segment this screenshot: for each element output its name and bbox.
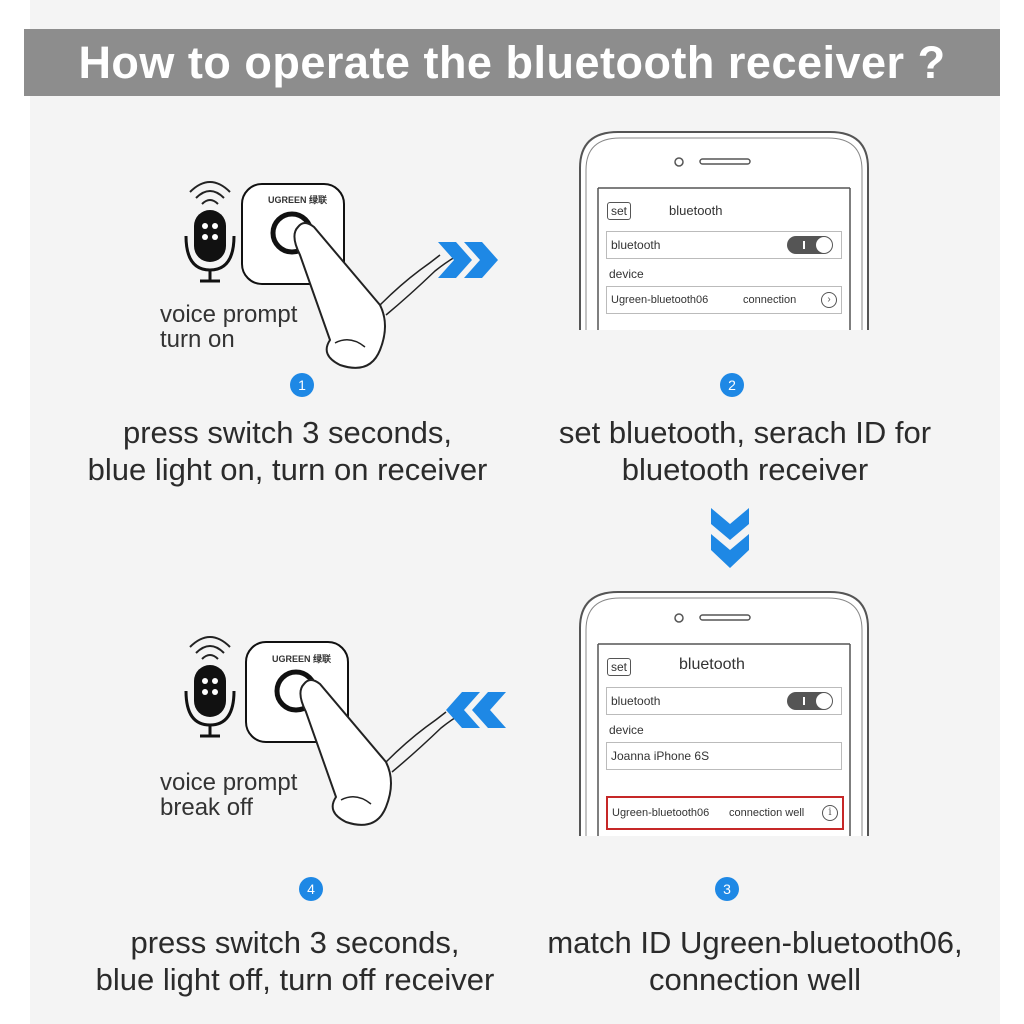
- device-row[interactable]: Ugreen-bluetooth06 connection well i: [606, 796, 844, 830]
- brand-label: UGREEN 绿联: [272, 654, 332, 664]
- screen-title: bluetooth: [669, 203, 723, 218]
- device-section-label: device: [609, 267, 644, 281]
- device-name: Ugreen-bluetooth06: [612, 807, 710, 819]
- step-number-badge: 1: [290, 373, 314, 397]
- device-section-label: device: [609, 723, 644, 737]
- finger-press-icon: [293, 222, 456, 369]
- step-caption: match ID Ugreen-bluetooth06, connection …: [547, 925, 963, 997]
- step-caption: press switch 3 seconds, blue light on, t…: [87, 415, 488, 487]
- bluetooth-toggle[interactable]: [787, 692, 833, 710]
- bluetooth-row-label: bluetooth: [611, 694, 661, 708]
- device-name: Ugreen-bluetooth06: [611, 294, 709, 306]
- chevron-right-icon[interactable]: ›: [821, 292, 837, 308]
- voice-prompt-label: voice prompt turn on: [160, 301, 298, 353]
- phone-screen: set bluetooth bluetooth device Joanna iP…: [599, 646, 849, 834]
- bluetooth-row-label: bluetooth: [611, 238, 661, 252]
- phone-screen: set bluetooth bluetooth device Ugreen-bl…: [599, 190, 849, 328]
- paired-device-row[interactable]: Joanna iPhone 6S: [606, 742, 842, 770]
- voice-prompt-label: voice prompt break off: [160, 769, 298, 821]
- set-button[interactable]: set: [607, 202, 632, 220]
- page-title: How to operate the bluetooth receiver ?: [24, 29, 1000, 96]
- double-chevron-left-icon: [446, 692, 506, 728]
- bluetooth-toggle[interactable]: [787, 236, 833, 254]
- device-status: connection: [743, 294, 797, 306]
- info-icon[interactable]: i: [822, 805, 838, 821]
- bluetooth-toggle-row[interactable]: bluetooth: [606, 687, 842, 715]
- bluetooth-toggle-row[interactable]: bluetooth: [606, 231, 842, 259]
- step-number-badge: 2: [720, 373, 744, 397]
- set-button[interactable]: set: [607, 658, 632, 676]
- voice-prompt-icon: [184, 181, 236, 283]
- brand-label: UGREEN 绿联: [268, 195, 328, 205]
- paired-device-name: Joanna iPhone 6S: [611, 749, 710, 763]
- step-number-badge: 4: [299, 877, 323, 901]
- screen-title: bluetooth: [679, 656, 745, 673]
- step-number-badge: 3: [715, 877, 739, 901]
- step-caption: press switch 3 seconds, blue light off, …: [95, 925, 495, 997]
- voice-prompt-icon: [184, 636, 236, 738]
- device-status: connection well: [729, 807, 805, 819]
- step-caption: set bluetooth, serach ID for bluetooth r…: [558, 415, 932, 487]
- double-chevron-right-icon: [438, 242, 498, 278]
- device-row[interactable]: Ugreen-bluetooth06 connection ›: [606, 286, 842, 314]
- double-chevron-down-icon: [711, 508, 749, 568]
